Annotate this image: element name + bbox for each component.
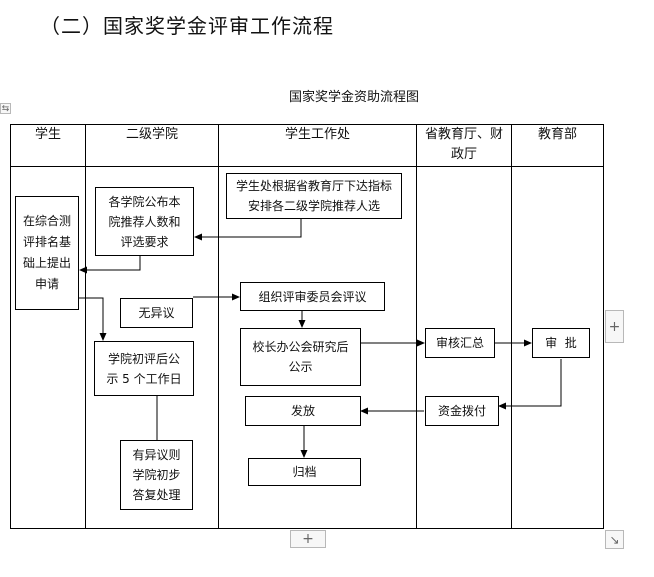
box-archive: 归档 (248, 458, 361, 486)
add-column-button[interactable]: + (605, 310, 624, 343)
box-office-meeting: 校长办公会研究后公示 (240, 328, 361, 386)
box-college-publicize: 学院初评后公示 5 个工作日 (94, 341, 194, 396)
box-committee-review: 组织评审委员会评议 (240, 282, 385, 311)
box-objection-handle: 有异议则学院初步答复处理 (120, 440, 193, 510)
box-no-objection: 无异议 (120, 298, 193, 328)
box-fund-allocate: 资金拨付 (425, 396, 499, 426)
column-divider-3 (416, 124, 417, 529)
arrow-affairs-to-college (194, 219, 302, 241)
table-resize-handle[interactable]: ↘ (605, 530, 624, 549)
plus-icon: + (608, 318, 621, 335)
plus-icon: + (302, 531, 314, 547)
box-distribute: 发放 (245, 396, 361, 426)
header-divider (10, 166, 604, 167)
flowchart-table (10, 124, 604, 529)
box-student-apply: 在综合测评排名基础上提出申请 (15, 196, 79, 310)
add-row-button[interactable]: + (290, 530, 326, 548)
flowchart-title: 国家奖学金资助流程图 (289, 90, 420, 105)
section-heading: （二）国家奖学金评审工作流程 (40, 14, 334, 38)
column-divider-4 (511, 124, 512, 529)
box-ministry-approve: 审 批 (532, 328, 590, 358)
box-province-summary: 审核汇总 (425, 328, 495, 358)
column-divider-2 (218, 124, 219, 529)
column-header-student: 学生 (34, 127, 61, 142)
column-header-ministry: 教育部 (537, 127, 577, 142)
arrow-approve-to-fund (498, 359, 562, 410)
arrow-student-to-publicize (78, 297, 107, 341)
move-icon: ⇆ (1, 103, 10, 114)
box-affairs-assign: 学生处根据省教育厅下达指标安排各二级学院推荐人选 (226, 173, 402, 219)
box-college-publish: 各学院公布本院推荐人数和评选要求 (95, 187, 194, 256)
column-header-province: 省教育厅、财政厅 (424, 127, 503, 162)
table-move-handle[interactable]: ⇆ (0, 103, 11, 114)
column-divider-1 (85, 124, 86, 529)
resize-icon: ↘ (609, 532, 620, 547)
column-header-college: 二级学院 (125, 127, 178, 142)
column-header-affairs: 学生工作处 (284, 127, 350, 142)
arrow-college-to-student (79, 256, 141, 274)
